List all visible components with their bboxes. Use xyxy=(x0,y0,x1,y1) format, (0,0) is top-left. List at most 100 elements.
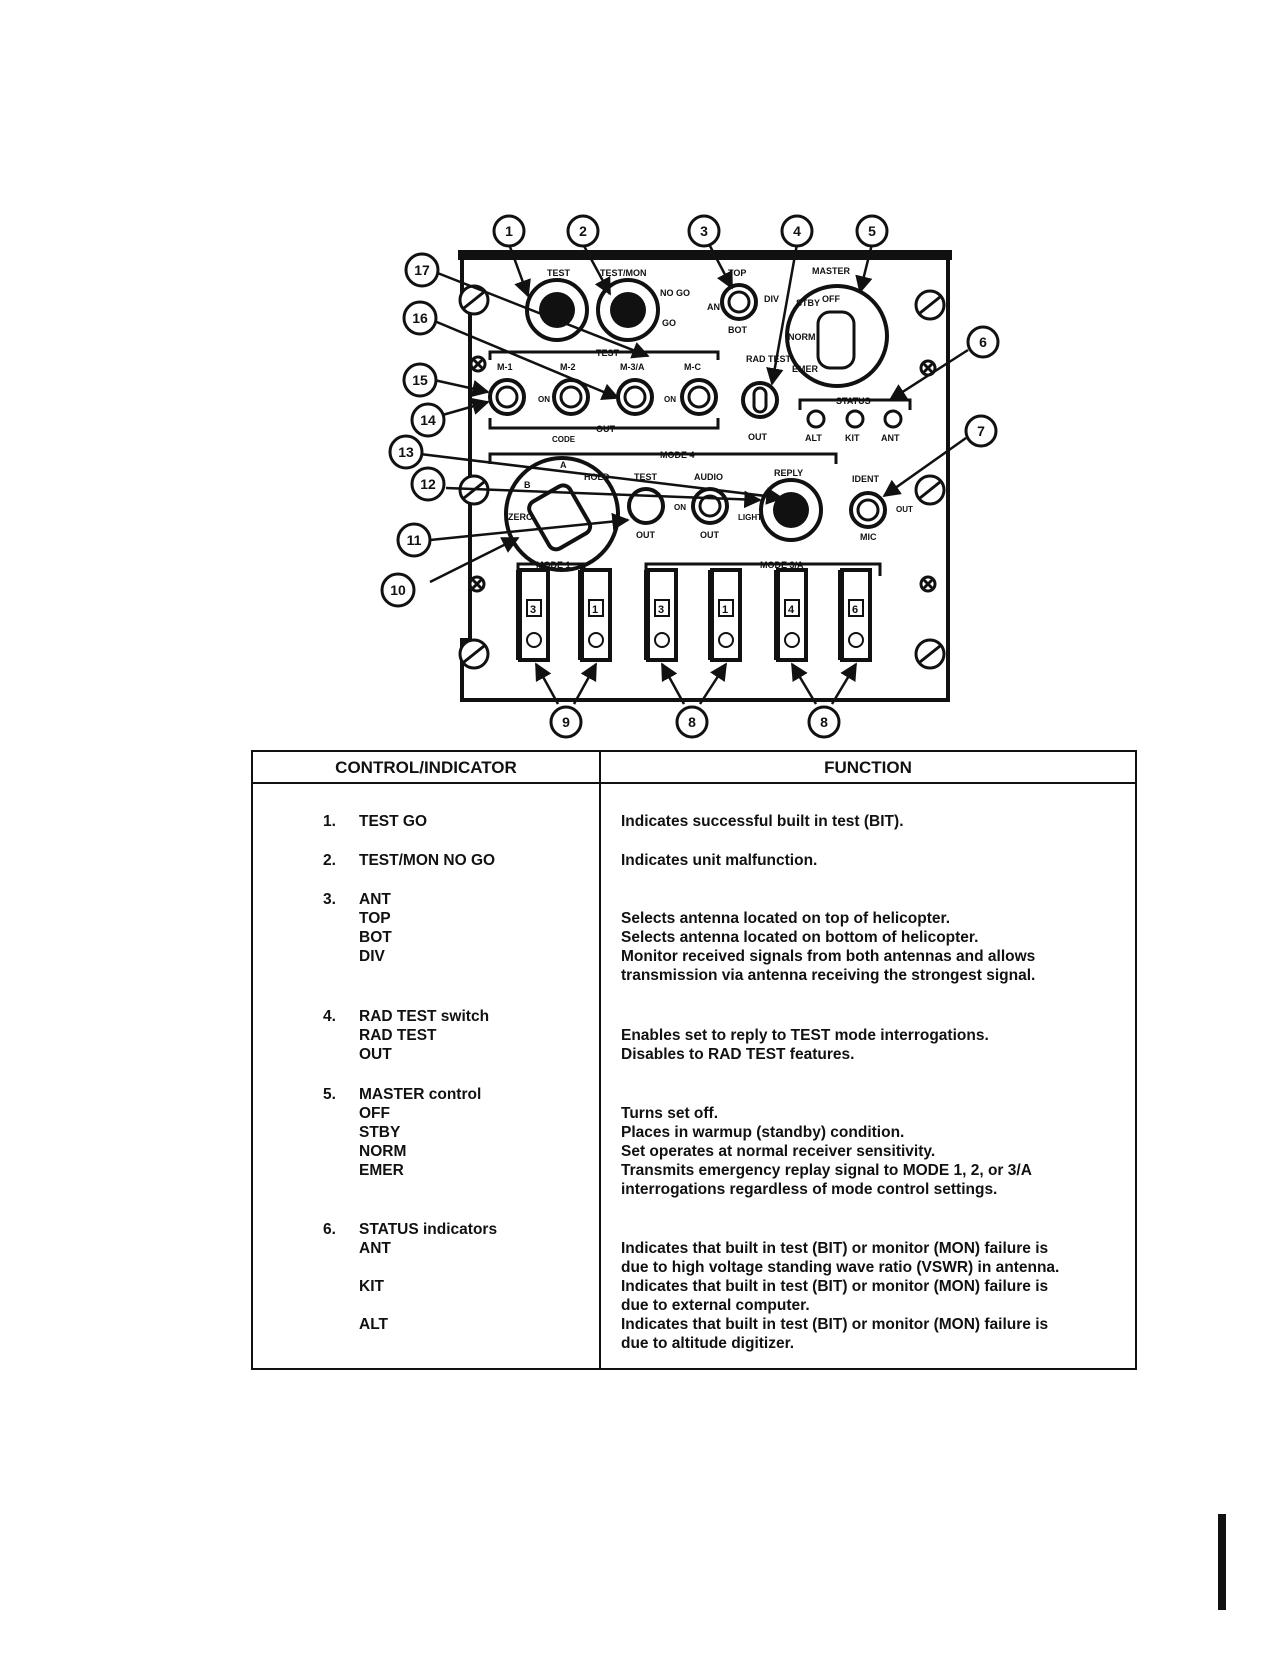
mode4-test-out-label: OUT xyxy=(636,530,656,540)
column-divider xyxy=(599,752,601,1368)
status-kit-indicator xyxy=(845,409,865,429)
function-text: due to high voltage standing wave ratio … xyxy=(621,1259,1060,1276)
control-name: ANT xyxy=(359,1240,391,1257)
reply-label: REPLY xyxy=(774,468,803,478)
mode4-on-label: ON xyxy=(674,503,686,512)
function-text: Enables set to reply to TEST mode interr… xyxy=(621,1027,989,1044)
function-text: Places in warmup (standby) condition. xyxy=(621,1124,905,1141)
code-hold-label: HOLD xyxy=(584,472,610,482)
mode3a-wheel-3-value: 4 xyxy=(788,604,795,616)
ant-label: ANT xyxy=(707,302,726,312)
control-name: STATUS indicators xyxy=(359,1221,498,1238)
div-label: DIV xyxy=(764,294,779,304)
callout-3 xyxy=(687,214,721,248)
callout-12 xyxy=(410,466,446,502)
master-norm-label: NORM xyxy=(788,332,816,342)
callout-11 xyxy=(396,522,432,558)
m1-label: M-1 xyxy=(497,362,513,372)
m3a-label: M-3/A xyxy=(620,362,645,372)
callout-13 xyxy=(388,434,424,470)
function-text: interrogations regardless of mode contro… xyxy=(621,1181,998,1198)
callout-5-num: 5 xyxy=(868,223,876,239)
row-number: 4. xyxy=(323,1008,336,1025)
on-label-1: ON xyxy=(538,395,550,404)
mode3a-wheel-2-value: 1 xyxy=(722,604,728,616)
function-text: Monitor received signals from both anten… xyxy=(621,948,1036,965)
callout-12-num: 12 xyxy=(420,476,436,492)
control-name: ALT xyxy=(359,1316,388,1333)
m2-label: M-2 xyxy=(560,362,576,372)
control-name: MASTER control xyxy=(359,1086,482,1103)
code-a-label: A xyxy=(560,460,567,470)
mc-label: M-C xyxy=(684,362,701,372)
mode1-wheel-1-value: 3 xyxy=(530,604,536,616)
control-name: TEST/MON NO GO xyxy=(359,852,496,869)
callout-13-num: 13 xyxy=(398,444,414,460)
mode3a-wheel-4-value: 6 xyxy=(852,604,858,616)
callout-1-num: 1 xyxy=(505,223,513,239)
row-number: 2. xyxy=(323,852,336,869)
callout-17 xyxy=(404,252,440,288)
master-off-label: OFF xyxy=(822,294,840,304)
callout-2 xyxy=(566,214,600,248)
control-name: STBY xyxy=(359,1124,401,1141)
function-text: Transmits emergency replay signal to MOD… xyxy=(621,1162,1032,1179)
callout-6 xyxy=(966,325,1000,359)
callout-9-num: 9 xyxy=(562,714,570,730)
callout-8a-num: 8 xyxy=(688,714,696,730)
function-text: transmission via antenna receiving the s… xyxy=(621,967,1036,984)
function-text: Disables to RAD TEST features. xyxy=(621,1046,855,1063)
status-kit-label: KIT xyxy=(845,433,860,443)
callout-2-num: 2 xyxy=(579,223,587,239)
status-ant-indicator xyxy=(883,409,903,429)
callout-8a xyxy=(675,705,709,739)
mode4-test-switch[interactable] xyxy=(627,487,665,525)
callout-15-num: 15 xyxy=(412,372,428,388)
mode3a-label: MODE 3/A xyxy=(760,560,804,570)
test-mon-label: TEST/MON xyxy=(600,268,647,278)
callout-17-num: 17 xyxy=(414,262,430,278)
function-text: Indicates that built in test (BIT) or mo… xyxy=(621,1316,1049,1333)
callout-8b xyxy=(807,705,841,739)
callout-10 xyxy=(380,572,416,608)
callout-16-num: 16 xyxy=(412,310,428,326)
header-control-indicator: CONTROL/INDICATOR xyxy=(335,758,517,777)
callout-9 xyxy=(549,705,583,739)
row-number: 3. xyxy=(323,891,336,908)
callout-14 xyxy=(410,402,446,438)
function-text: Indicates unit malfunction. xyxy=(621,852,818,869)
callout-4-num: 4 xyxy=(793,223,801,239)
code-label: CODE xyxy=(552,435,576,444)
function-text: due to altitude digitizer. xyxy=(621,1335,795,1352)
function-text: Indicates that built in test (BIT) or mo… xyxy=(621,1240,1049,1257)
status-alt-label: ALT xyxy=(805,433,822,443)
light-label: LIGHT xyxy=(738,513,762,522)
mode4-label: MODE 4 xyxy=(660,450,695,460)
control-name: TOP xyxy=(359,910,391,927)
mic-label: MIC xyxy=(860,532,877,542)
control-name: RAD TEST switch xyxy=(359,1008,490,1025)
no-go-label: NO GO xyxy=(660,288,690,298)
function-text: Indicates successful built in test (BIT)… xyxy=(621,813,904,830)
out-label-test: OUT xyxy=(596,424,616,434)
status-ant-label: ANT xyxy=(881,433,900,443)
header-rule xyxy=(253,782,1135,784)
audio-label: AUDIO xyxy=(694,472,723,482)
control-name: NORM xyxy=(359,1143,407,1160)
callout-14-num: 14 xyxy=(420,412,436,428)
mode3a-wheel-1-value: 3 xyxy=(658,604,664,616)
row-number: 1. xyxy=(323,813,336,830)
control-name: KIT xyxy=(359,1278,384,1295)
callout-10-num: 10 xyxy=(390,582,406,598)
callout-7 xyxy=(964,414,998,448)
control-name: TEST GO xyxy=(359,813,428,830)
panel-screws xyxy=(458,284,946,670)
change-bar xyxy=(1218,1514,1226,1610)
control-name: BOT xyxy=(359,929,392,946)
control-name: OFF xyxy=(359,1105,390,1122)
audio-out-label: OUT xyxy=(700,530,720,540)
callout-5 xyxy=(855,214,889,248)
header-function: FUNCTION xyxy=(824,758,912,777)
function-text: Selects antenna located on top of helico… xyxy=(621,910,951,927)
row-number: 6. xyxy=(323,1221,336,1238)
